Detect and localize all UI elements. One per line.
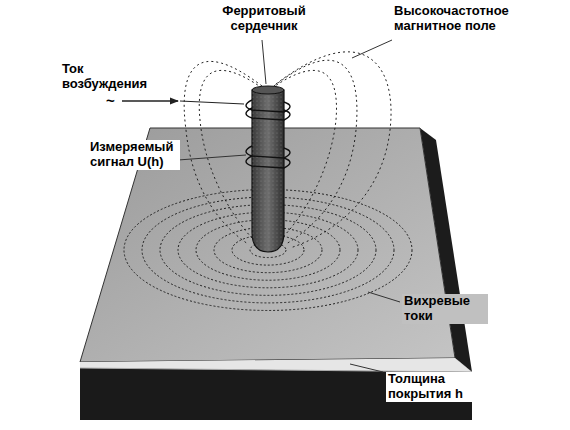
thickness-label: Толщина покрытия h [386,372,484,402]
ferrite-core [252,90,284,252]
ac-symbol: ~ [104,92,124,109]
core-top [252,86,284,94]
field-label: Высокочастотное магнитное поле [392,4,524,34]
coil-windings [246,100,290,168]
core-label: Ферритовый сердечник [212,4,316,34]
current-label: Ток возбуждения [60,62,160,92]
excitation-wire [180,101,244,104]
excitation-arrow [122,100,178,101]
eddy-label: Вихревые токи [402,294,488,324]
coating-layer [80,358,472,372]
leader-lines [178,40,400,372]
signal-label: Измеряемый сигнал U(h) [88,140,180,170]
magnetic-field [184,52,391,248]
core-texture [252,90,284,252]
